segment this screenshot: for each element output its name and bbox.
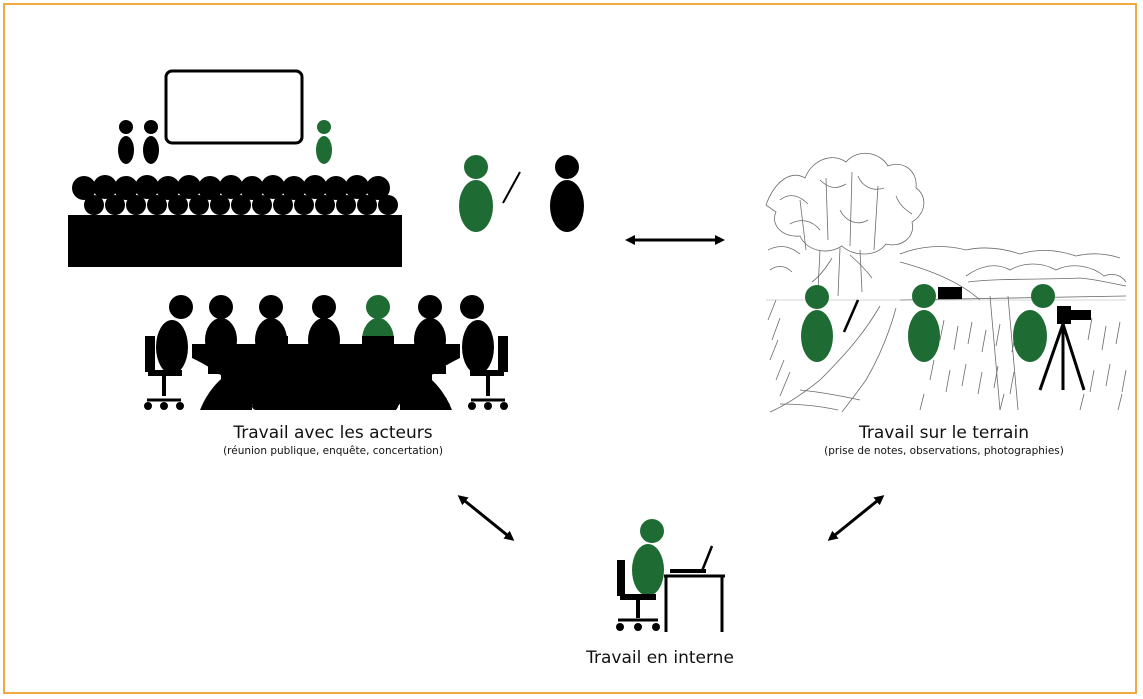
slash-separator [502,171,521,204]
actors-label: Travail avec les acteurs (réunion publiq… [188,423,478,457]
field-title: Travail sur le terrain [859,423,1029,443]
role-legend [459,155,584,232]
binoculars-icon [938,287,962,299]
field-landscape-sketch [765,153,1127,413]
actors-title: Travail avec les acteurs [233,423,433,443]
black-person-icon [550,155,584,232]
desk-chair [616,560,660,631]
field-photographer [1013,284,1091,391]
presentation-screen [164,69,304,145]
actors-subtitle: (réunion publique, enquête, concertation… [223,445,443,457]
field-label: Travail sur le terrain (prise de notes, … [796,423,1092,457]
field-observer-notes [801,285,860,362]
meeting-table-illustration [144,295,508,410]
field-subtitle: (prise de notes, observations, photograp… [824,445,1064,457]
table-participants [156,295,494,374]
internal-title: Travail en interne [586,648,734,668]
tripod-icon [1038,323,1086,391]
audience-crowd [68,175,402,267]
arrow-field-to-internal [827,495,885,541]
internal-label: Travail en interne [560,648,760,668]
green-person-icon [459,155,493,232]
facilitator-figure [316,120,332,164]
field-observer-binoculars [908,284,962,362]
desk-with-laptop [664,545,725,632]
camera-icon [1057,306,1071,324]
laptop-icon [670,569,706,573]
office-chairs [144,336,508,410]
internal-work-illustration [616,519,725,632]
presenter-figure [118,120,159,164]
orange-frame [3,3,1137,694]
public-meeting-illustration [68,69,402,267]
arrow-actors-to-internal [457,495,515,541]
